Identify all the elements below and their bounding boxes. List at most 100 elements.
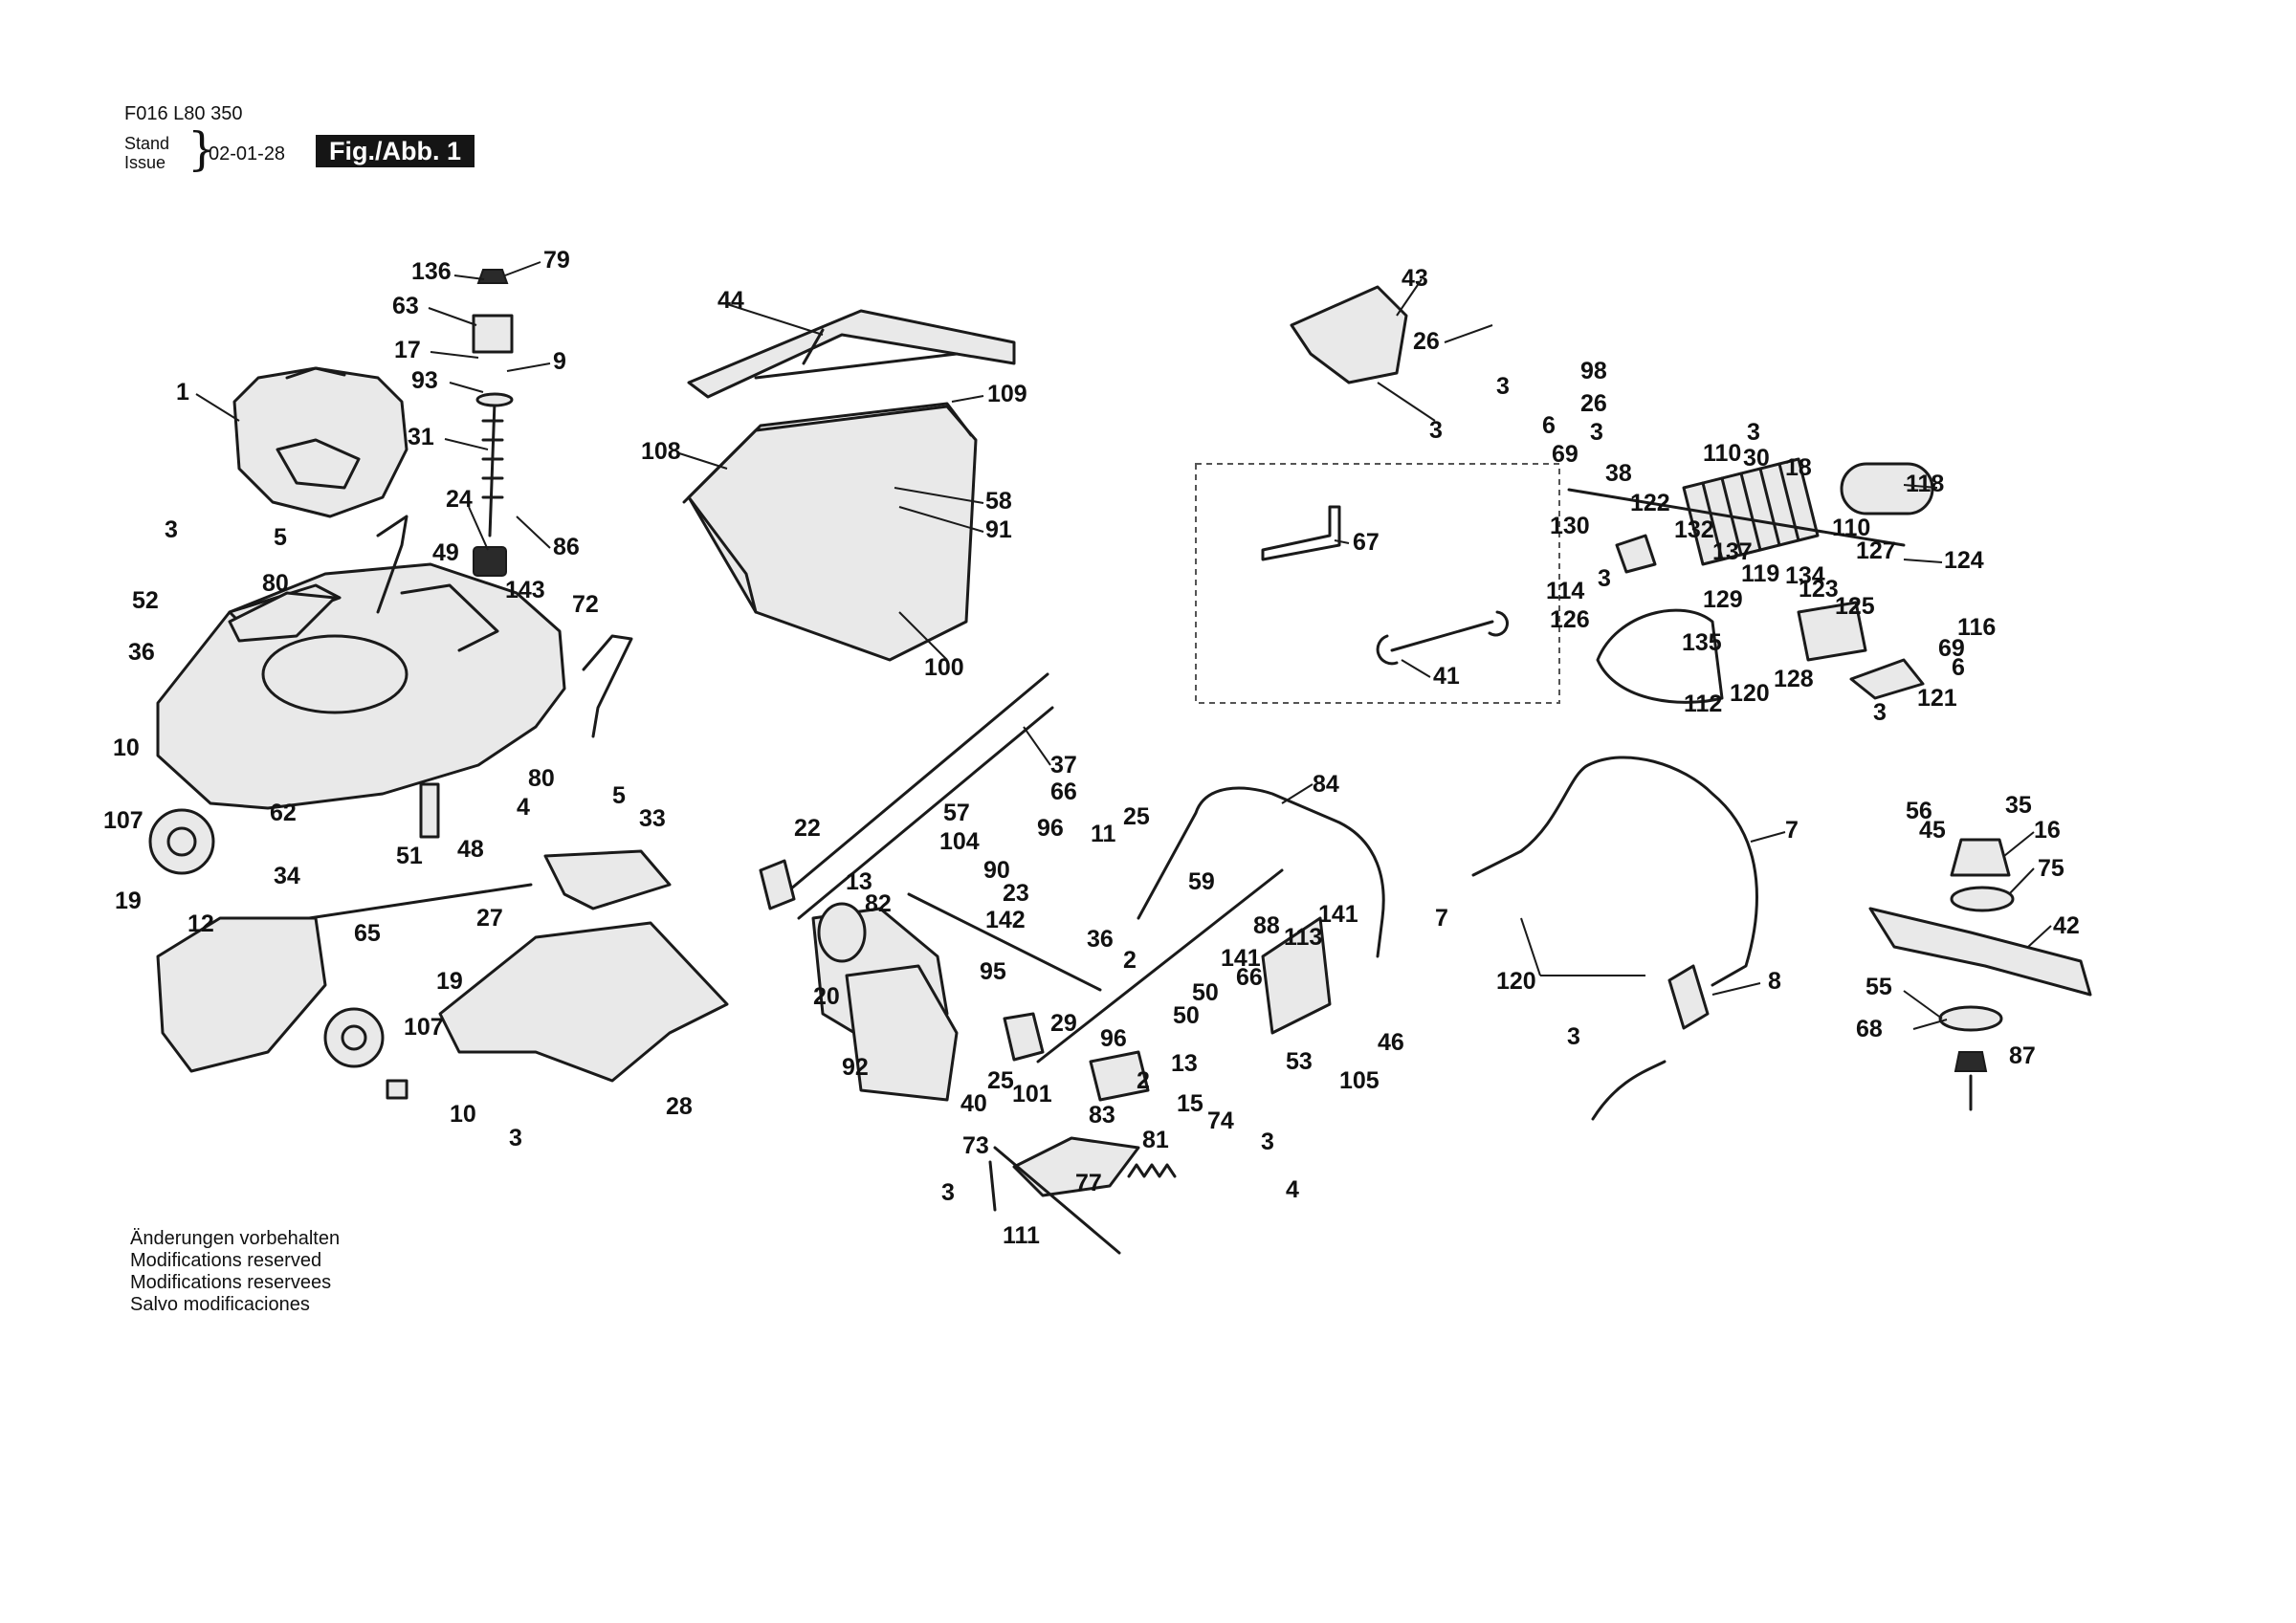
callout: 36 <box>1087 926 1114 953</box>
callout: 50 <box>1192 979 1219 1006</box>
drive-shaft <box>1567 488 1906 547</box>
callout: 3 <box>1873 699 1887 726</box>
callout: 50 <box>1173 1002 1200 1029</box>
callout: 69 <box>1938 635 1965 662</box>
callout: 110 <box>1703 440 1741 467</box>
callout: 68 <box>1856 1016 1883 1042</box>
callout: 56 <box>1906 798 1932 824</box>
callout: 104 <box>939 828 980 855</box>
callout: 53 <box>1286 1048 1313 1075</box>
callout: 44 <box>718 287 744 314</box>
tension-plate <box>1849 658 1925 700</box>
callout: 77 <box>1075 1170 1102 1196</box>
callout: 130 <box>1550 513 1590 539</box>
blade-nut <box>1954 1051 1988 1072</box>
callout: 110 <box>1832 515 1870 541</box>
callout: 51 <box>396 843 423 869</box>
callout: 126 <box>1550 606 1590 633</box>
cutter-shaft <box>907 892 1102 992</box>
callout: 108 <box>641 438 681 465</box>
callout: 137 <box>1712 538 1753 565</box>
callout: 8 <box>1768 968 1781 995</box>
callout: 34 <box>274 863 300 889</box>
callout-labels: 136 79 63 17 9 93 1 31 24 86 3 5 49 80 1… <box>103 247 2080 1249</box>
handle-plate <box>1667 964 1710 1030</box>
callout: 28 <box>666 1093 693 1120</box>
callout: 132 <box>1674 516 1714 543</box>
callout: 113 <box>1284 924 1322 951</box>
callout: 12 <box>188 910 214 937</box>
long-rod-b <box>797 706 1054 920</box>
callout: 81 <box>1142 1127 1169 1153</box>
mower-deck <box>156 562 566 810</box>
pulley <box>1797 601 1867 662</box>
callout: 23 <box>1003 880 1029 907</box>
callout: 127 <box>1856 537 1896 564</box>
callout: 48 <box>457 836 484 863</box>
lever-rod <box>988 1160 997 1212</box>
callout: 80 <box>528 765 555 792</box>
callout: 4 <box>517 794 530 821</box>
callout: 143 <box>505 577 545 603</box>
callout: 3 <box>1567 1023 1580 1050</box>
callout: 24 <box>446 486 473 513</box>
side-plate <box>1261 916 1332 1035</box>
callout: 7 <box>1785 817 1799 844</box>
callout: 3 <box>509 1125 522 1151</box>
spanner <box>1376 610 1509 666</box>
callout: 3 <box>1598 565 1611 592</box>
callout: 134 <box>1785 562 1825 589</box>
callout: 30 <box>1743 445 1770 472</box>
callout: 13 <box>1171 1050 1198 1077</box>
callout: 120 <box>1496 968 1536 995</box>
callout: 123 <box>1799 576 1839 603</box>
callout: 16 <box>2034 817 2061 844</box>
callout: 90 <box>983 857 1010 884</box>
callout: 114 <box>1546 578 1584 604</box>
note-fr: Modifications reservees <box>130 1272 332 1293</box>
callout: 10 <box>113 735 140 761</box>
callout: 31 <box>408 424 434 450</box>
callout: 119 <box>1741 560 1779 587</box>
issue-date: 02-01-28 <box>209 143 286 164</box>
stand-issue-label: Stand Issue <box>124 134 169 172</box>
callout: 3 <box>941 1179 955 1206</box>
callout: 2 <box>1123 947 1137 974</box>
drive-belt <box>1840 462 1934 515</box>
modifications-notice: Änderungen vorbehalten Modifications res… <box>130 1228 340 1316</box>
note-en: Modifications reserved <box>130 1250 322 1271</box>
callout: 25 <box>987 1067 1014 1094</box>
note-es: Salvo modificaciones <box>130 1294 310 1315</box>
callout: 67 <box>1353 529 1380 556</box>
clamp-block <box>759 859 796 910</box>
callout: 65 <box>354 920 381 947</box>
callout: 86 <box>553 534 580 560</box>
catcher-bag <box>687 405 978 662</box>
callout: 62 <box>270 800 297 826</box>
callout: 43 <box>1402 265 1428 292</box>
figure-badge: Fig./Abb. 1 <box>316 135 475 167</box>
callout: 6 <box>1542 412 1556 439</box>
callout: 55 <box>1866 974 1892 1000</box>
callout: 59 <box>1188 868 1215 895</box>
issue-label: Issue <box>124 153 166 172</box>
callout: 36 <box>128 639 155 666</box>
catcher-rim <box>682 402 973 504</box>
spring-coupling <box>473 546 507 577</box>
callout: 11 <box>1091 821 1116 847</box>
callout: 83 <box>1089 1102 1115 1129</box>
handle-rod <box>1036 868 1284 1064</box>
callout: 42 <box>2053 912 2080 939</box>
brace-glyph: } <box>188 122 217 176</box>
callout: 121 <box>1917 685 1957 712</box>
blade-hub <box>1950 838 2011 877</box>
leader-lines <box>195 261 2052 1030</box>
callout: 129 <box>1703 586 1743 613</box>
callout: 46 <box>1378 1029 1404 1056</box>
spring <box>1127 1163 1177 1178</box>
engine-deck-group <box>148 269 729 1100</box>
callout: 124 <box>1944 547 1984 574</box>
cover-plate <box>228 591 337 643</box>
cutter-cylinder <box>817 902 867 963</box>
callout: 74 <box>1207 1108 1234 1134</box>
